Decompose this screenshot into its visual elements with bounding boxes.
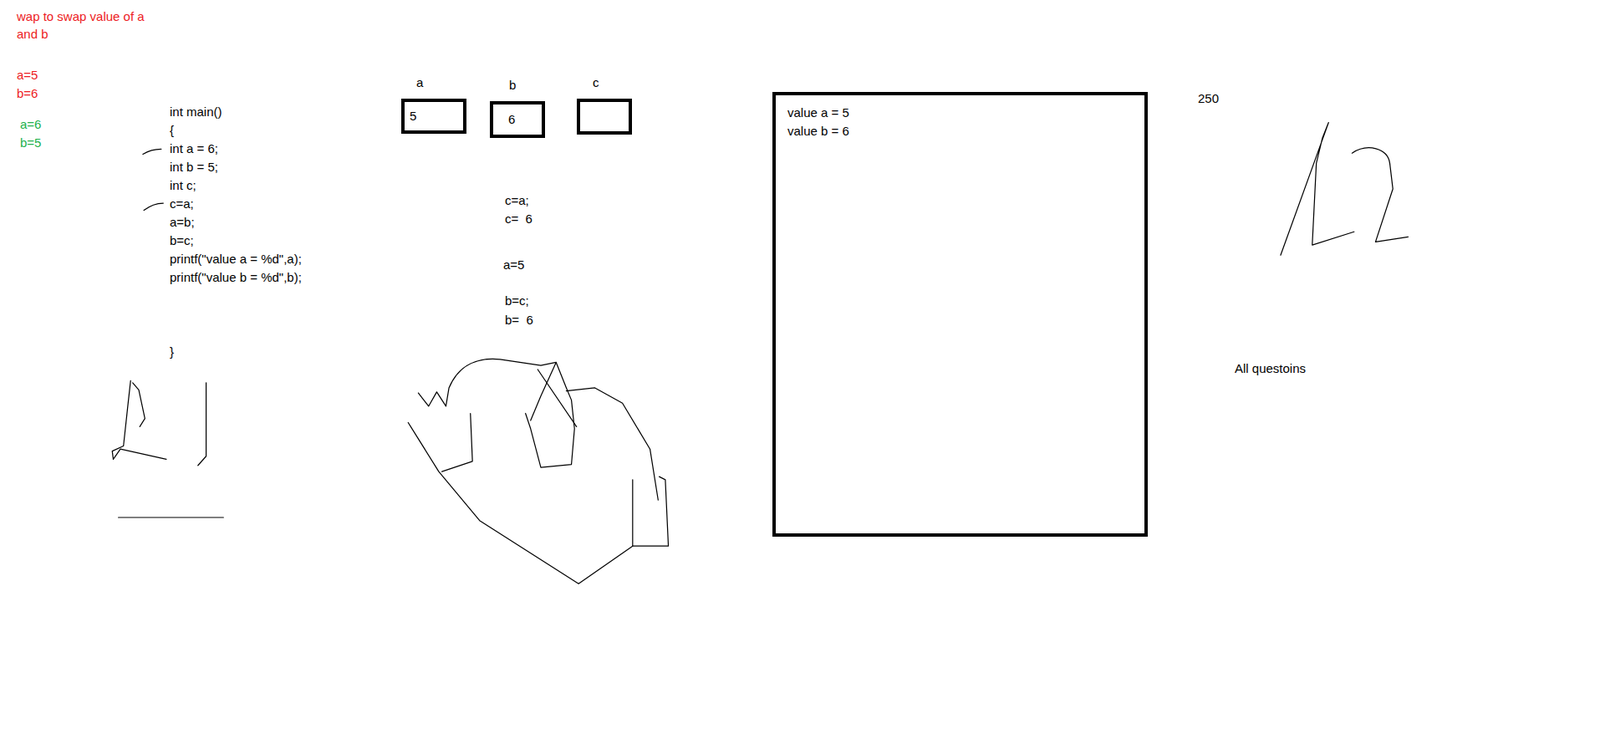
hand-scribble: [407, 422, 668, 584]
box-outline: [576, 98, 632, 135]
expected-value: b=5: [20, 135, 41, 151]
code-line: a=b;: [169, 214, 195, 230]
tick-mark: [143, 203, 164, 211]
underline: [118, 516, 225, 518]
hand-scribble: [442, 412, 474, 472]
scribble: [132, 382, 146, 427]
given-value: b=6: [16, 86, 38, 102]
hand-scribble: [537, 369, 576, 427]
code-line: int a = 6;: [169, 141, 219, 157]
trace-step: c= 6: [504, 211, 533, 227]
scribble: [198, 382, 207, 466]
box-outline: 5: [401, 98, 467, 134]
number-scribble: [1351, 147, 1408, 243]
trace-step: c=a;: [504, 193, 530, 209]
trace-step: b=c;: [504, 293, 530, 309]
scribble: [112, 380, 167, 459]
variable-name: c: [592, 75, 600, 91]
code-line: int c;: [169, 178, 197, 194]
number-scribble: [1280, 122, 1355, 256]
variable-box: 5a: [401, 98, 467, 134]
trace-step: b= 6: [504, 312, 534, 328]
code-line: int b = 5;: [169, 159, 219, 175]
hand-scribble: [565, 387, 658, 500]
code-line: b=c;: [169, 233, 194, 249]
hand-scribble: [631, 479, 633, 546]
code-line: }: [169, 344, 174, 360]
output-box: value a = 5 value b = 6: [772, 91, 1148, 537]
hand-scribble: [417, 358, 575, 468]
variable-value: 6: [508, 112, 515, 128]
expected-value: a=6: [20, 117, 41, 133]
given-value: a=5: [16, 67, 38, 83]
code-line: printf("value b = %d",b);: [169, 270, 302, 286]
tick-mark: [142, 148, 162, 154]
note: All questoins: [1234, 361, 1306, 377]
variable-value: 5: [409, 108, 417, 124]
variable-name: a: [416, 75, 423, 91]
code-line: c=a;: [169, 196, 194, 212]
variable-name: b: [509, 77, 516, 93]
code-line: printf("value a = %d",a);: [169, 251, 302, 267]
note: 250: [1197, 91, 1219, 107]
box-outline: 6: [489, 101, 546, 138]
output-line: value b = 6: [787, 123, 1145, 139]
output-line: value a = 5: [787, 105, 1145, 121]
variable-box: c: [576, 98, 632, 135]
variable-box: 6b: [489, 101, 546, 138]
code-line: int main(): [169, 104, 223, 120]
task-title: wap to swap value of a and b: [16, 7, 168, 43]
code-line: {: [169, 122, 174, 138]
box-outline: value a = 5 value b = 6: [772, 91, 1148, 537]
trace-step: a=5: [503, 257, 525, 273]
